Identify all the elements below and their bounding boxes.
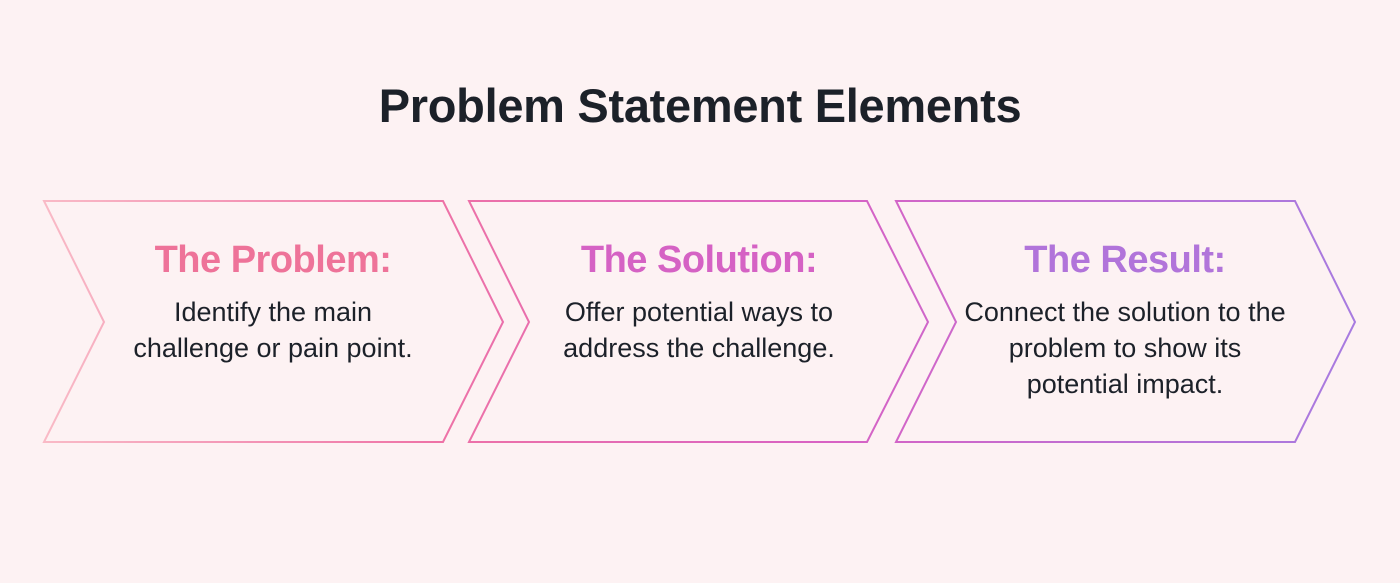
- step-problem: The Problem: Identify the main challenge…: [103, 236, 443, 366]
- step-result: The Result: Connect the solution to the …: [955, 236, 1295, 402]
- step-body: Connect the solution to the problem to s…: [964, 297, 1286, 399]
- step-heading: The Solution:: [580, 239, 818, 281]
- chevron-solution: [467, 200, 930, 443]
- step-body: Offer potential ways to address the chal…: [563, 297, 835, 363]
- step-solution: The Solution: Offer potential ways to ad…: [529, 236, 869, 366]
- chevron-result: [894, 200, 1357, 443]
- chevron-problem: [42, 200, 505, 443]
- step-heading: The Result:: [1024, 239, 1226, 281]
- step-heading: The Problem:: [154, 239, 392, 281]
- page-title: Problem Statement Elements: [378, 79, 1022, 132]
- step-body: Identify the main challenge or pain poin…: [133, 297, 413, 363]
